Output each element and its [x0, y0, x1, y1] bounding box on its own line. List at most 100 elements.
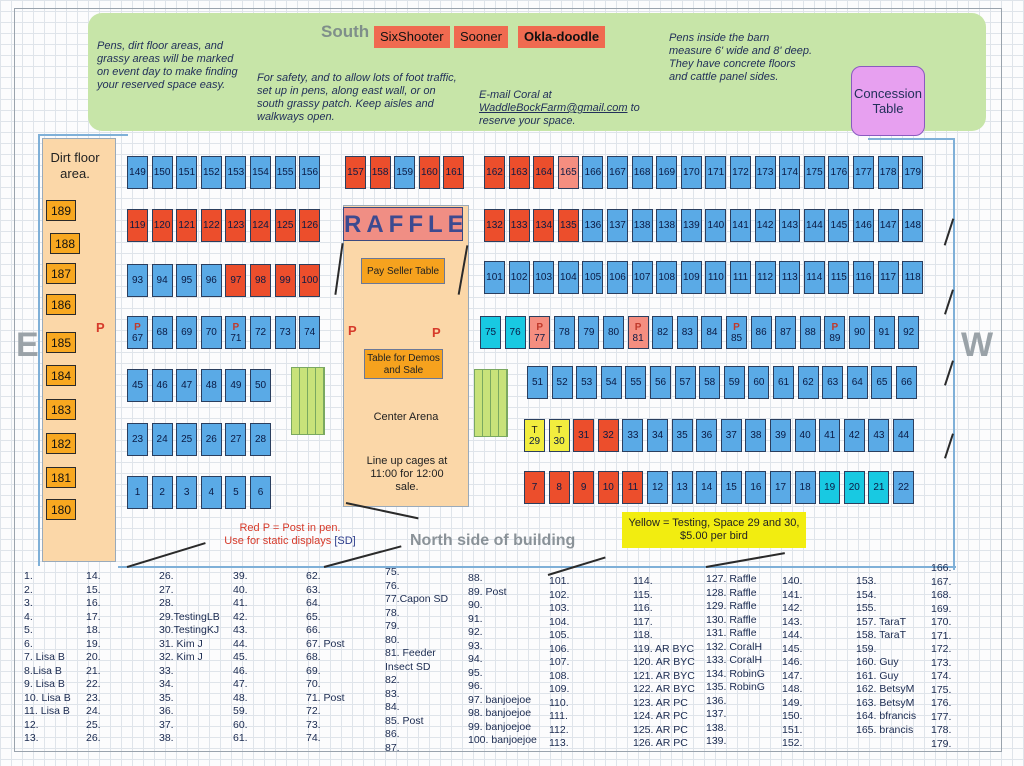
- pen-58[interactable]: 58: [699, 366, 721, 399]
- pen-79[interactable]: 79: [578, 316, 600, 349]
- pen-120[interactable]: 120: [151, 209, 173, 242]
- pen-72[interactable]: 72: [250, 316, 271, 349]
- pen-32[interactable]: 32: [597, 419, 619, 452]
- pen-90[interactable]: 90: [849, 316, 870, 349]
- pen-17[interactable]: 17: [770, 471, 791, 504]
- pen-99[interactable]: 99: [274, 264, 296, 297]
- pen-41[interactable]: 41: [819, 419, 841, 452]
- pen-96[interactable]: 96: [200, 264, 222, 297]
- pen-39[interactable]: 39: [770, 419, 791, 452]
- pen-179[interactable]: 179: [902, 156, 924, 189]
- pen-9[interactable]: 9: [573, 471, 595, 504]
- pen-139[interactable]: 139: [680, 209, 702, 242]
- pen-173[interactable]: 173: [754, 156, 776, 189]
- pen-166[interactable]: 166: [582, 156, 604, 189]
- pen-5[interactable]: 5: [225, 476, 247, 509]
- pen-14[interactable]: 14: [696, 471, 718, 504]
- dirt-space[interactable]: 182: [46, 433, 76, 454]
- pen-106[interactable]: 106: [607, 261, 628, 294]
- dirt-space[interactable]: 186: [46, 294, 76, 315]
- pen-159[interactable]: 159: [394, 156, 416, 189]
- pen-145[interactable]: 145: [828, 209, 850, 242]
- pen-82[interactable]: 82: [652, 316, 674, 349]
- pen-26[interactable]: 26: [200, 423, 222, 456]
- pen-176[interactable]: 176: [828, 156, 850, 189]
- pen-149[interactable]: 149: [127, 156, 148, 189]
- pen-44[interactable]: 44: [893, 419, 914, 452]
- pen-38[interactable]: 38: [745, 419, 767, 452]
- pen-56[interactable]: 56: [650, 366, 671, 399]
- dirt-space[interactable]: 189: [46, 200, 76, 221]
- pen-162[interactable]: 162: [484, 156, 505, 189]
- pen-108[interactable]: 108: [656, 261, 678, 294]
- pen-15[interactable]: 15: [720, 471, 742, 504]
- pen-47[interactable]: 47: [176, 369, 198, 402]
- pen-73[interactable]: 73: [274, 316, 296, 349]
- pen-78[interactable]: 78: [553, 316, 575, 349]
- pen-13[interactable]: 13: [671, 471, 693, 504]
- pen-3[interactable]: 3: [176, 476, 198, 509]
- pen-154[interactable]: 154: [250, 156, 271, 189]
- pen-48[interactable]: 48: [200, 369, 222, 402]
- dirt-space[interactable]: 180: [46, 499, 76, 520]
- pen-93[interactable]: 93: [127, 264, 148, 297]
- pen-35[interactable]: 35: [671, 419, 693, 452]
- pen-54[interactable]: 54: [600, 366, 622, 399]
- pen-92[interactable]: 92: [898, 316, 920, 349]
- pen-146[interactable]: 146: [853, 209, 874, 242]
- pen-102[interactable]: 102: [508, 261, 530, 294]
- pen-12[interactable]: 12: [647, 471, 668, 504]
- pen-1[interactable]: 1: [127, 476, 148, 509]
- pen-70[interactable]: 70: [200, 316, 222, 349]
- pen-153[interactable]: 153: [225, 156, 247, 189]
- pen-40[interactable]: 40: [794, 419, 816, 452]
- pen-163[interactable]: 163: [508, 156, 530, 189]
- pen-51[interactable]: 51: [527, 366, 548, 399]
- pen-161[interactable]: 161: [443, 156, 465, 189]
- pen-64[interactable]: 64: [846, 366, 868, 399]
- pen-125[interactable]: 125: [274, 209, 296, 242]
- pen-174[interactable]: 174: [779, 156, 801, 189]
- pen-49[interactable]: 49: [225, 369, 247, 402]
- pen-152[interactable]: 152: [200, 156, 222, 189]
- pen-150[interactable]: 150: [151, 156, 173, 189]
- pen-75[interactable]: 75: [480, 316, 501, 349]
- demo-sale-table[interactable]: Table for Demos and Sale: [364, 349, 443, 379]
- pen-157[interactable]: 157: [345, 156, 366, 189]
- pen-100[interactable]: 100: [299, 264, 321, 297]
- pen-76[interactable]: 76: [504, 316, 526, 349]
- dirt-space[interactable]: 185: [46, 332, 76, 353]
- pen-19[interactable]: 19: [819, 471, 841, 504]
- pen-86[interactable]: 86: [750, 316, 772, 349]
- pen-117[interactable]: 117: [877, 261, 899, 294]
- pen-83[interactable]: 83: [676, 316, 698, 349]
- pen-57[interactable]: 57: [674, 366, 696, 399]
- pen-59[interactable]: 59: [723, 366, 745, 399]
- pen-144[interactable]: 144: [803, 209, 825, 242]
- pen-87[interactable]: 87: [775, 316, 797, 349]
- pen-52[interactable]: 52: [551, 366, 573, 399]
- pen-80[interactable]: 80: [603, 316, 624, 349]
- pen-172[interactable]: 172: [730, 156, 751, 189]
- pen-16[interactable]: 16: [745, 471, 767, 504]
- pen-110[interactable]: 110: [705, 261, 727, 294]
- pen-123[interactable]: 123: [225, 209, 247, 242]
- pen-107[interactable]: 107: [631, 261, 653, 294]
- pen-121[interactable]: 121: [176, 209, 198, 242]
- pen-168[interactable]: 168: [631, 156, 653, 189]
- dirt-space[interactable]: 188: [50, 233, 80, 254]
- pen-156[interactable]: 156: [299, 156, 321, 189]
- pen-116[interactable]: 116: [853, 261, 874, 294]
- pen-6[interactable]: 6: [250, 476, 271, 509]
- pen-46[interactable]: 46: [151, 369, 173, 402]
- pen-143[interactable]: 143: [779, 209, 801, 242]
- pen-109[interactable]: 109: [680, 261, 702, 294]
- pen-22[interactable]: 22: [893, 471, 914, 504]
- pen-34[interactable]: 34: [647, 419, 668, 452]
- pen-94[interactable]: 94: [151, 264, 173, 297]
